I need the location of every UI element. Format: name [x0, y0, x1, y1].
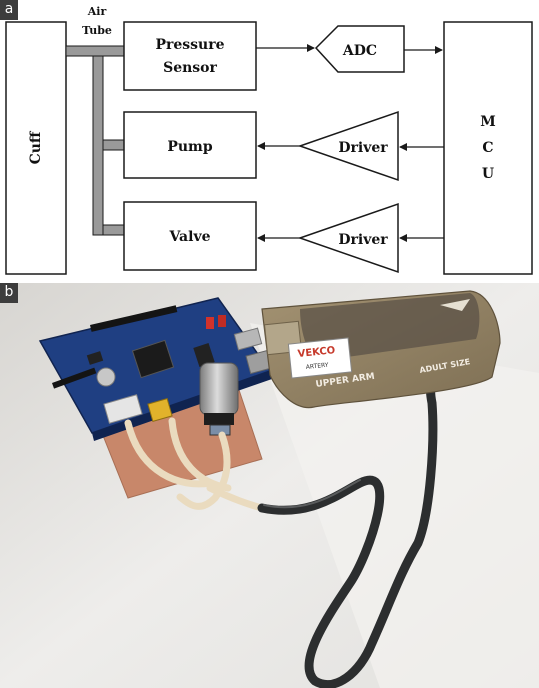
- pressure-sensor-label-line1: Pressure: [155, 37, 224, 53]
- pin-header-2: [51, 367, 97, 389]
- valve-label: Valve: [168, 229, 210, 245]
- pressure-sensor-label-line2: Sensor: [163, 60, 217, 76]
- paper-sheet: [250, 323, 539, 688]
- pressure-sensor-block: [123, 21, 257, 91]
- driver-valve-block: [297, 202, 399, 274]
- small-chip-2: [86, 351, 104, 365]
- mcu-label-c: C: [482, 140, 493, 156]
- silicone-tube-3: [176, 431, 231, 510]
- cuff-hose-highlight: [263, 479, 361, 509]
- driver-valve-label: Driver: [338, 232, 388, 248]
- adc-label: ADC: [342, 43, 377, 59]
- cuff-label: Cuff: [28, 130, 44, 164]
- mcu-label-m: M: [480, 114, 496, 130]
- driver-pump-block: [297, 110, 399, 182]
- panel-a-label: a: [0, 0, 18, 20]
- cuff-tag-label: ARTERY: [305, 362, 329, 371]
- pump-block: [123, 111, 257, 179]
- air-tube-label-line2: Tube: [82, 24, 112, 37]
- air-pump: [199, 362, 239, 436]
- cuff-block: [5, 21, 67, 275]
- usb-connector: [233, 327, 263, 351]
- mcu-block: [443, 21, 533, 275]
- pressure-sensor-module: [103, 394, 143, 424]
- panel-a-block-diagram: Cuff Air Tube Pressure Sensor Pump Valve: [0, 0, 539, 283]
- coin-battery: [96, 367, 116, 387]
- blood-pressure-cuff: [261, 290, 501, 409]
- valve-block: [123, 201, 257, 271]
- driver-module: [147, 397, 173, 423]
- air-tube: [65, 45, 125, 236]
- air-tube-label-line1: Air: [87, 5, 107, 18]
- cuff-brand-label: VEKCO: [297, 345, 336, 360]
- adc-block: [314, 25, 405, 73]
- pump-label: Pump: [167, 139, 213, 155]
- hardware-photo-svg: VEKCO ARTERY UPPER ARM ADULT SIZE: [0, 283, 539, 688]
- mcu-chip: [131, 339, 175, 379]
- red-switch: [206, 317, 214, 329]
- panel-b-label: b: [0, 283, 18, 303]
- red-switch-2: [218, 315, 226, 327]
- small-chip-1: [193, 343, 215, 367]
- driver-pump-label: Driver: [338, 140, 388, 156]
- mcu-label-u: U: [482, 166, 494, 182]
- cuff-hose: [257, 376, 438, 688]
- block-diagram-svg: Cuff Air Tube Pressure Sensor Pump Valve: [5, 5, 533, 275]
- panel-b-hardware-photo: VEKCO ARTERY UPPER ARM ADULT SIZE b: [0, 283, 539, 688]
- silicone-tube-1: [124, 419, 214, 488]
- pin-header: [90, 305, 178, 332]
